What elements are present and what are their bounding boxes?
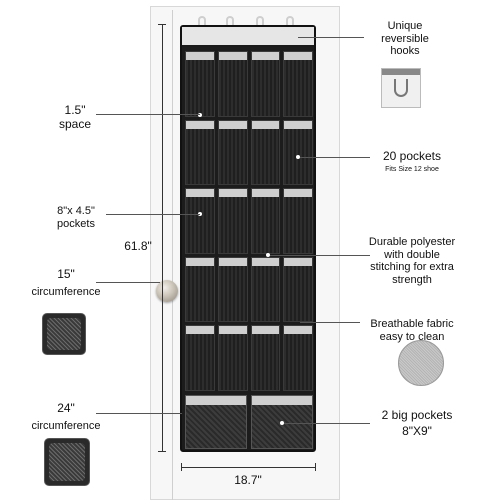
callout-dot bbox=[198, 212, 202, 216]
circumference-small-leader bbox=[96, 282, 160, 283]
mesh-texture bbox=[47, 318, 81, 350]
pockets-count-label: 20 pockets bbox=[382, 149, 442, 163]
pocket-grid bbox=[185, 51, 313, 391]
space-leader bbox=[96, 114, 200, 115]
big-pockets-leader bbox=[284, 423, 370, 424]
pocket bbox=[283, 188, 313, 254]
callout-dot bbox=[280, 421, 284, 425]
big-pocket bbox=[185, 395, 247, 449]
shoe-organizer bbox=[180, 25, 316, 452]
organizer-top-band bbox=[182, 27, 314, 47]
circumference-small-value: 15" bbox=[57, 267, 75, 281]
pocket bbox=[283, 325, 313, 391]
space-label: 1.5" space bbox=[58, 103, 92, 131]
mesh-texture bbox=[49, 443, 85, 481]
pocket bbox=[250, 188, 281, 254]
circumference-small-label: circumference bbox=[31, 286, 101, 298]
pocket bbox=[250, 119, 281, 186]
callout-dot bbox=[266, 253, 270, 257]
pocket bbox=[283, 256, 313, 323]
material-label: Durable polyester with double stitching … bbox=[368, 236, 456, 286]
material-leader bbox=[270, 255, 370, 256]
height-dimension-line bbox=[162, 24, 163, 452]
hook-icon bbox=[198, 16, 206, 30]
hook-bar bbox=[382, 69, 420, 75]
fabric-leader bbox=[300, 322, 360, 323]
pocket bbox=[283, 119, 313, 186]
pocket bbox=[217, 51, 248, 117]
pocket bbox=[217, 325, 248, 391]
width-dimension-line bbox=[181, 467, 315, 468]
pocket bbox=[185, 188, 215, 254]
hook-detail-photo bbox=[381, 68, 421, 108]
hooks-label: Unique reversible hooks bbox=[381, 20, 429, 58]
height-dimension-tick bbox=[158, 24, 166, 25]
width-dimension-tick bbox=[315, 463, 316, 471]
pocket bbox=[185, 51, 215, 117]
pocket bbox=[283, 51, 313, 117]
hook-icon bbox=[226, 16, 234, 30]
hook-icon bbox=[256, 16, 264, 30]
width-label: 18.7" bbox=[234, 473, 262, 487]
circumference-large-leader bbox=[96, 413, 182, 414]
pocket bbox=[250, 325, 281, 391]
pocket bbox=[217, 256, 248, 323]
pocket bbox=[217, 119, 248, 186]
height-dimension-tick bbox=[158, 451, 166, 452]
pocket-size-label: 8"x 4.5" pockets bbox=[57, 205, 95, 230]
reversible-hook-icon bbox=[394, 79, 408, 97]
large-pocket-photo bbox=[44, 438, 90, 486]
door-edge bbox=[172, 10, 173, 500]
pocket-size-leader bbox=[106, 214, 200, 215]
big-pockets-size-label: 8"X9" bbox=[402, 424, 432, 438]
height-label: 61.8" bbox=[124, 239, 152, 253]
pocket bbox=[250, 256, 281, 323]
width-dimension-tick bbox=[181, 463, 182, 471]
fabric-label: Breathable fabric easy to clean bbox=[370, 318, 454, 343]
pockets-fit-label: Fits Size 12 shoe bbox=[385, 166, 439, 173]
pockets-leader bbox=[300, 157, 370, 158]
big-pocket-row bbox=[185, 395, 313, 449]
pocket bbox=[185, 325, 215, 391]
hooks-leader bbox=[298, 37, 364, 38]
hook-icon bbox=[286, 16, 294, 30]
circumference-large-label: circumference bbox=[31, 420, 101, 432]
circumference-large-value: 24" bbox=[57, 401, 75, 415]
small-pocket-photo bbox=[42, 313, 86, 355]
pocket bbox=[185, 256, 215, 323]
door-knob bbox=[156, 280, 178, 302]
callout-dot bbox=[296, 155, 300, 159]
fabric-swatch bbox=[398, 340, 444, 386]
pocket bbox=[217, 188, 248, 254]
pocket bbox=[250, 51, 281, 117]
pocket bbox=[185, 119, 215, 186]
callout-dot bbox=[198, 113, 202, 117]
big-pockets-label: 2 big pockets bbox=[381, 408, 453, 422]
